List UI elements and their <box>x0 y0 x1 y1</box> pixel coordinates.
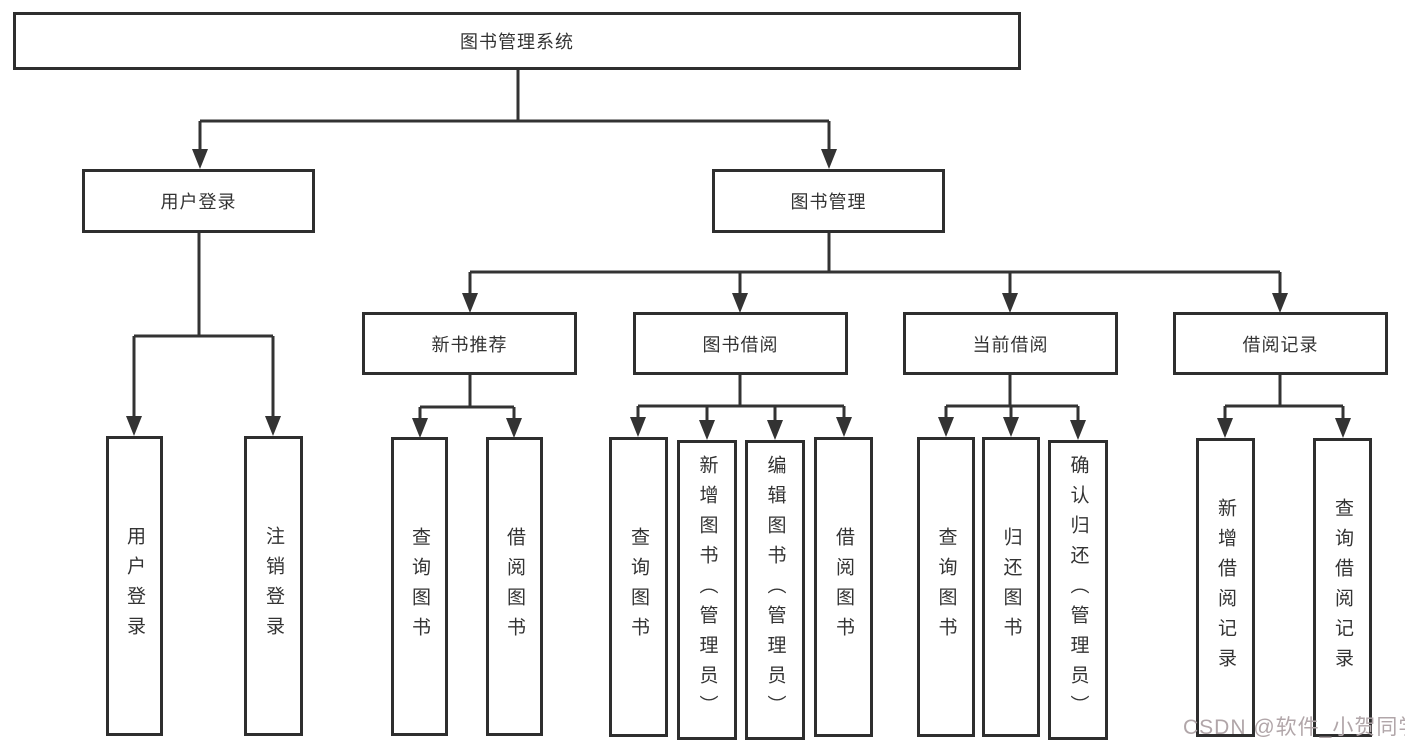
arrowheads <box>126 149 1351 440</box>
node-book-borrow: 图书借阅 <box>633 312 848 375</box>
leaf-label: 查询图书 <box>935 527 957 647</box>
leaf-logout: 注销登录 <box>244 436 303 736</box>
node-label: 新书推荐 <box>431 334 508 355</box>
leaf-label: 查询借阅记录 <box>1332 497 1353 678</box>
node-borrow-records: 借阅记录 <box>1173 312 1388 375</box>
leaf-label: 借阅图书 <box>504 526 525 647</box>
leaf-label: 新增借阅记录 <box>1215 497 1236 678</box>
node-label: 当前借阅 <box>972 334 1049 355</box>
node-label: 用户登录 <box>160 192 237 212</box>
node-user-login: 用户登录 <box>82 169 315 233</box>
node-label: 图书借阅 <box>702 334 779 355</box>
csdn-watermark: CSDN @软件_小贺同学 <box>1183 716 1405 739</box>
leaf-label: 借阅图书 <box>833 527 854 647</box>
node-label: 图书管理 <box>790 192 867 212</box>
node-book-management: 图书管理 <box>712 169 945 233</box>
leaf-label: 用户登录 <box>124 526 145 646</box>
leaf-query-book-borrow: 查询图书 <box>609 437 668 737</box>
leaf-label: 新增图书（管理员） <box>696 455 718 725</box>
node-root-library-system: 图书管理系统 <box>13 12 1021 70</box>
node-label: 图书管理系统 <box>460 32 574 52</box>
leaf-borrow-book: 借阅图书 <box>814 437 873 737</box>
node-new-book-recommend: 新书推荐 <box>362 312 577 375</box>
node-current-borrow: 当前借阅 <box>903 312 1118 375</box>
leaf-query-borrow-record: 查询借阅记录 <box>1313 438 1372 737</box>
leaf-label: 注销登录 <box>263 526 284 646</box>
node-label: 借阅记录 <box>1242 334 1319 355</box>
leaf-query-book-recommend: 查询图书 <box>391 437 448 736</box>
leaf-label: 查询图书 <box>628 527 649 647</box>
leaf-borrow-book-recommend: 借阅图书 <box>486 437 543 736</box>
leaf-label: 查询图书 <box>409 526 430 647</box>
leaf-label: 确认归还（管理员） <box>1067 455 1089 725</box>
leaf-confirm-return-admin: 确认归还（管理员） <box>1048 440 1108 740</box>
leaf-add-book-admin: 新增图书（管理员） <box>677 440 737 740</box>
leaf-query-book-current: 查询图书 <box>917 437 975 737</box>
leaf-return-book: 归还图书 <box>982 437 1040 737</box>
leaf-label: 归还图书 <box>1000 527 1022 647</box>
leaf-add-borrow-record: 新增借阅记录 <box>1196 438 1255 737</box>
leaf-label: 编辑图书（管理员） <box>764 455 786 725</box>
leaf-edit-book-admin: 编辑图书（管理员） <box>745 440 805 740</box>
leaf-user-login: 用户登录 <box>106 436 163 736</box>
